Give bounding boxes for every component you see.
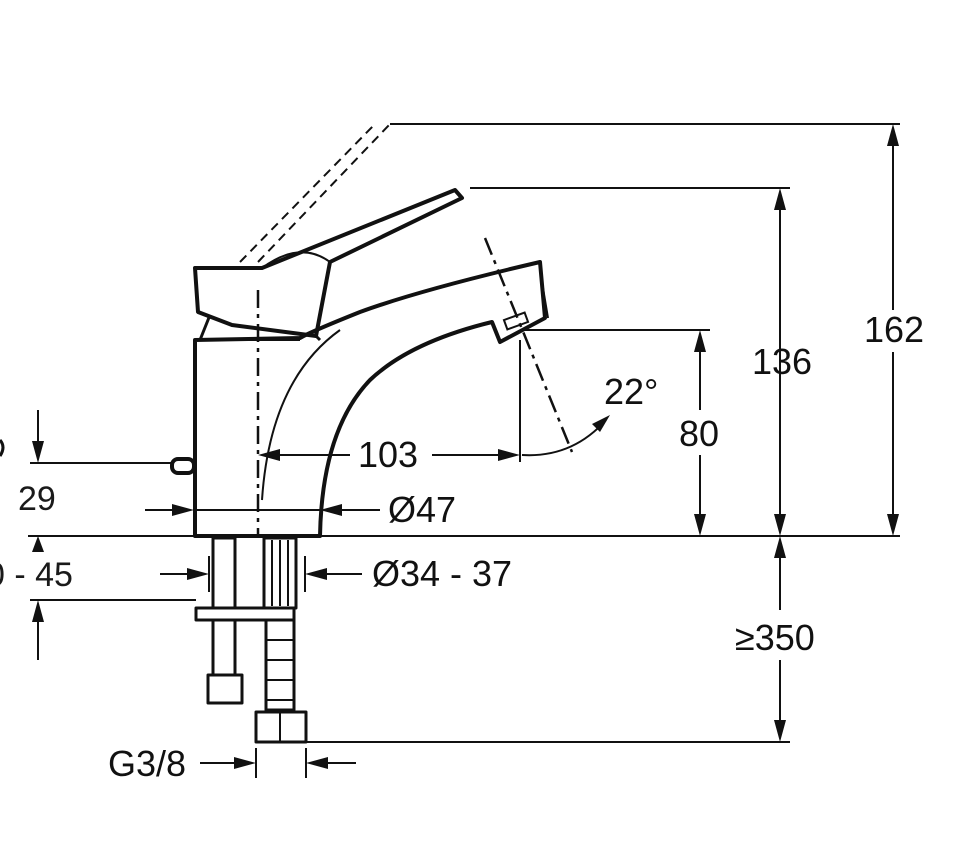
lever-neck bbox=[198, 314, 322, 342]
dim-162: 162 bbox=[864, 124, 924, 536]
label-136: 136 bbox=[752, 341, 812, 382]
label-350: ≥350 bbox=[735, 617, 815, 658]
clipped-glyph bbox=[0, 439, 5, 457]
label-103: 103 bbox=[358, 434, 418, 475]
label-0-45: 0 - 45 bbox=[0, 556, 73, 594]
dim-80: 80 bbox=[679, 330, 719, 536]
hose-ridges-upper bbox=[271, 540, 289, 606]
dim-diameter-47: Ø47 bbox=[145, 489, 456, 530]
label-g3-8: G3/8 bbox=[108, 743, 186, 784]
spout-axis bbox=[483, 237, 574, 453]
aerator bbox=[502, 311, 530, 331]
nut-left bbox=[206, 673, 244, 705]
label-22-degrees: 22° bbox=[604, 371, 658, 412]
mounting-hardware bbox=[194, 536, 308, 744]
rod-lower bbox=[211, 618, 237, 677]
label-29: 29 bbox=[18, 480, 56, 518]
label-162: 162 bbox=[864, 309, 924, 350]
lever-curve bbox=[261, 251, 331, 269]
dim-0-45: 0 - 45 bbox=[0, 556, 73, 660]
dim-22-degrees: 22° bbox=[519, 340, 658, 462]
label-diameter-47: Ø47 bbox=[388, 489, 456, 530]
hose-lower bbox=[264, 618, 296, 712]
popup-knob bbox=[170, 457, 196, 475]
dim-350: ≥350 bbox=[735, 536, 815, 742]
dim-29: 29 bbox=[18, 410, 56, 552]
body-and-spout bbox=[193, 260, 547, 538]
mounting-rod bbox=[211, 536, 237, 610]
hose-ridges-lower bbox=[266, 639, 294, 701]
label-80: 80 bbox=[679, 413, 719, 454]
hose-upper bbox=[262, 536, 298, 610]
lever-open-outline bbox=[239, 123, 391, 263]
fixing-plate bbox=[194, 606, 296, 622]
reference-lines bbox=[28, 123, 900, 743]
dim-diameter-34-37: Ø34 - 37 bbox=[160, 553, 512, 594]
spout-tip-edge bbox=[539, 269, 549, 319]
lever-handle bbox=[193, 188, 464, 338]
body-inner-line bbox=[205, 329, 341, 501]
label-diameter-34-37: Ø34 - 37 bbox=[372, 553, 512, 594]
dim-136: 136 bbox=[752, 188, 812, 536]
dim-103: 103 bbox=[258, 434, 520, 475]
dim-g3-8: G3/8 bbox=[108, 743, 356, 784]
